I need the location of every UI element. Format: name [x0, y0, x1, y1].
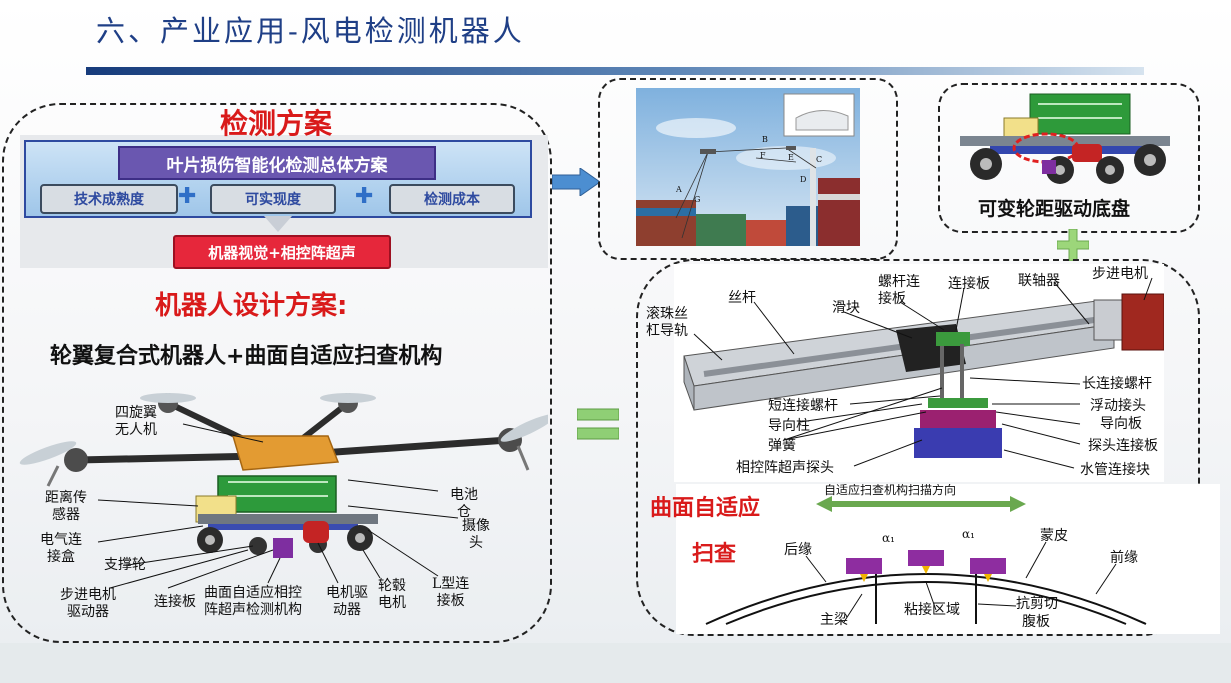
- label-screw: 丝杆: [728, 290, 756, 306]
- label-l-plate: L型连接板: [432, 576, 470, 609]
- photo-label-a: A: [675, 185, 682, 194]
- label-main-beam: 主梁: [820, 612, 848, 628]
- chassis-illustration: [960, 93, 1170, 184]
- label-bond-area: 粘接区域: [904, 601, 960, 618]
- scheme-header: 叶片损伤智能化检测总体方案: [118, 146, 436, 180]
- curved-scan-diagram: 自适应扫查机构扫描方向 α₁ α₁ 后缘 蒙皮 前缘 主梁 粘接区域 抗剪切 腹…: [676, 484, 1220, 634]
- scheme-title: 检测方案: [220, 107, 333, 140]
- label-skin: 蒙皮: [1040, 528, 1068, 544]
- label-guide-post: 导向柱: [768, 418, 810, 434]
- photo-label-e: E: [788, 153, 794, 162]
- photo-label-f: F: [760, 151, 766, 160]
- footer-band: [0, 643, 1231, 683]
- label-stepper-motor: 步进电机: [1092, 266, 1148, 282]
- design-title: 机器人设计方案:: [155, 291, 348, 321]
- label-long-bolt: 长连接螺杆: [1082, 376, 1152, 392]
- label-trailing-edge: 后缘: [784, 542, 812, 558]
- field-test-photo: A B C D E F G: [636, 88, 860, 246]
- label-stepper-driver: 步进电机驱动器: [60, 587, 116, 620]
- equals-icon: [577, 408, 619, 440]
- scheme-result: 机器视觉+相控阵超声: [173, 235, 391, 269]
- label-screw-plate: 螺杆连接板: [878, 274, 920, 307]
- label-support-wheel: 支撑轮: [104, 557, 146, 573]
- label-hub-motor: 轮毂电机: [378, 578, 406, 611]
- factor-tech-maturity: 技术成熟度: [40, 184, 178, 214]
- photo-label-d: D: [800, 175, 806, 184]
- scan-mechanism-illustration: [674, 264, 1164, 482]
- label-camera: 摄像头: [462, 518, 490, 551]
- label-spring: 弹簧: [768, 438, 796, 454]
- label-quadrotor: 四旋翼无人机: [115, 405, 157, 438]
- label-coupling: 联轴器: [1018, 273, 1060, 289]
- factor-cost: 检测成本: [389, 184, 515, 214]
- label-leading-edge: 前缘: [1110, 549, 1138, 566]
- label-guide-plate: 导向板: [1100, 416, 1142, 432]
- factor-feasibility: 可实现度: [210, 184, 336, 214]
- photo-label-b: B: [762, 135, 768, 144]
- label-connect-plate: 连接板: [154, 594, 196, 610]
- label-short-bolt: 短连接螺杆: [768, 398, 838, 414]
- design-subtitle: 轮翼复合式机器人+曲面自适应扫查机构: [50, 344, 443, 369]
- label-shear-web-2: 腹板: [1022, 613, 1050, 630]
- alpha-label: α₁: [962, 527, 975, 541]
- label-electrical-box: 电气连接盒: [40, 532, 82, 565]
- label-scan-mechanism: 曲面自适应相控阵超声检测机构: [204, 585, 302, 618]
- mechanism-dashed-panel: [636, 259, 1200, 636]
- alpha-label: α₁: [882, 531, 895, 545]
- scan-direction-label: 自适应扫查机构扫描方向: [824, 484, 956, 497]
- label-motor-driver: 电机驱动器: [326, 585, 368, 618]
- down-arrow-icon: [264, 216, 292, 232]
- label-probe-plate: 探头连接板: [1088, 438, 1158, 454]
- curve-title-line1: 曲面自适应: [650, 496, 761, 521]
- label-probe: 相控阵超声探头: [736, 460, 834, 476]
- slide-title: 六、产业应用-风电检测机器人: [96, 14, 525, 48]
- chassis-label: 可变轮距驱动底盘: [978, 198, 1131, 220]
- photo-label-g: G: [694, 195, 700, 204]
- label-mech-connect-plate: 连接板: [948, 276, 990, 292]
- photo-label-c: C: [816, 155, 822, 164]
- label-slider: 滑块: [832, 300, 860, 316]
- left-dashed-panel: [2, 103, 552, 643]
- drone-robot-illustration: [19, 393, 548, 589]
- green-plus-icon: [1057, 229, 1089, 261]
- right-arrow-icon: [552, 168, 600, 196]
- label-distance-sensor: 距离传感器: [45, 490, 87, 523]
- label-float-joint: 浮动接头: [1090, 398, 1146, 414]
- plus-icon: ✚: [178, 184, 197, 209]
- label-battery: 电池仓: [450, 487, 478, 520]
- label-water-block: 水管连接块: [1080, 462, 1150, 478]
- label-ball-screw-guide: 滚珠丝杠导轨: [646, 306, 688, 339]
- plus-icon: ✚: [355, 184, 374, 209]
- title-underline: [86, 67, 1144, 75]
- curve-title-line2: 扫查: [692, 542, 737, 567]
- label-shear-web-1: 抗剪切: [1016, 596, 1058, 612]
